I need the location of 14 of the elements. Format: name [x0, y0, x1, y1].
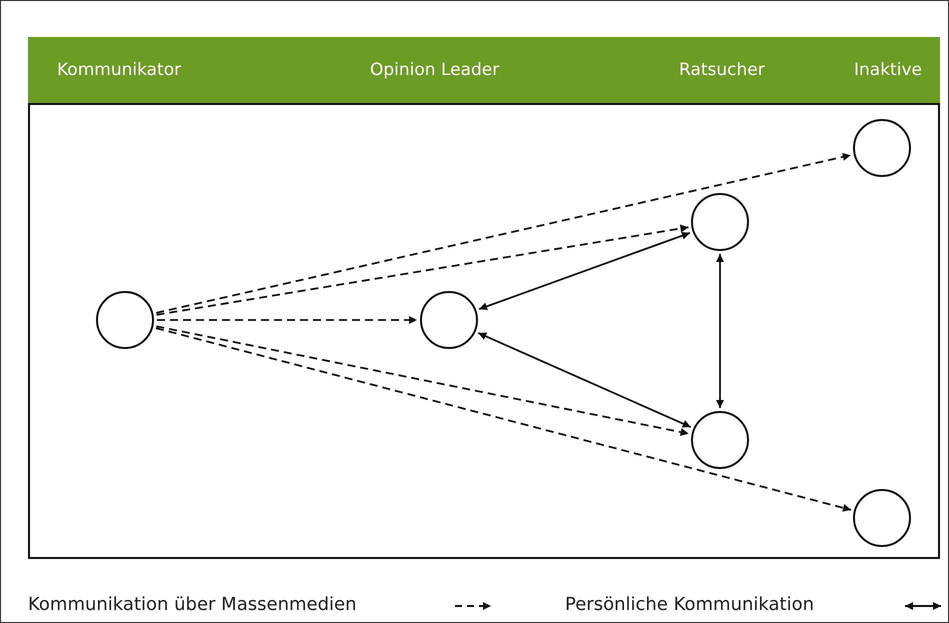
- column-heading: Ratsucher: [679, 60, 765, 80]
- arrow: [478, 232, 690, 310]
- dashed-arrow: [156, 325, 689, 436]
- legend-text: Persönliche Kommunikation: [565, 594, 814, 615]
- dashed-arrow: [157, 316, 417, 324]
- legend-text: Kommunikation über Massenmedien: [28, 594, 356, 615]
- dashed-arrow: [156, 152, 851, 314]
- column-heading: Opinion Leader: [370, 60, 500, 80]
- column-heading: Kommunikator: [57, 60, 182, 80]
- dashed-arrow: [156, 224, 689, 316]
- column-heading: Inaktive: [854, 60, 922, 80]
- arrow: [716, 254, 724, 408]
- arrow: [478, 332, 692, 428]
- dashed-arrow: [156, 327, 852, 512]
